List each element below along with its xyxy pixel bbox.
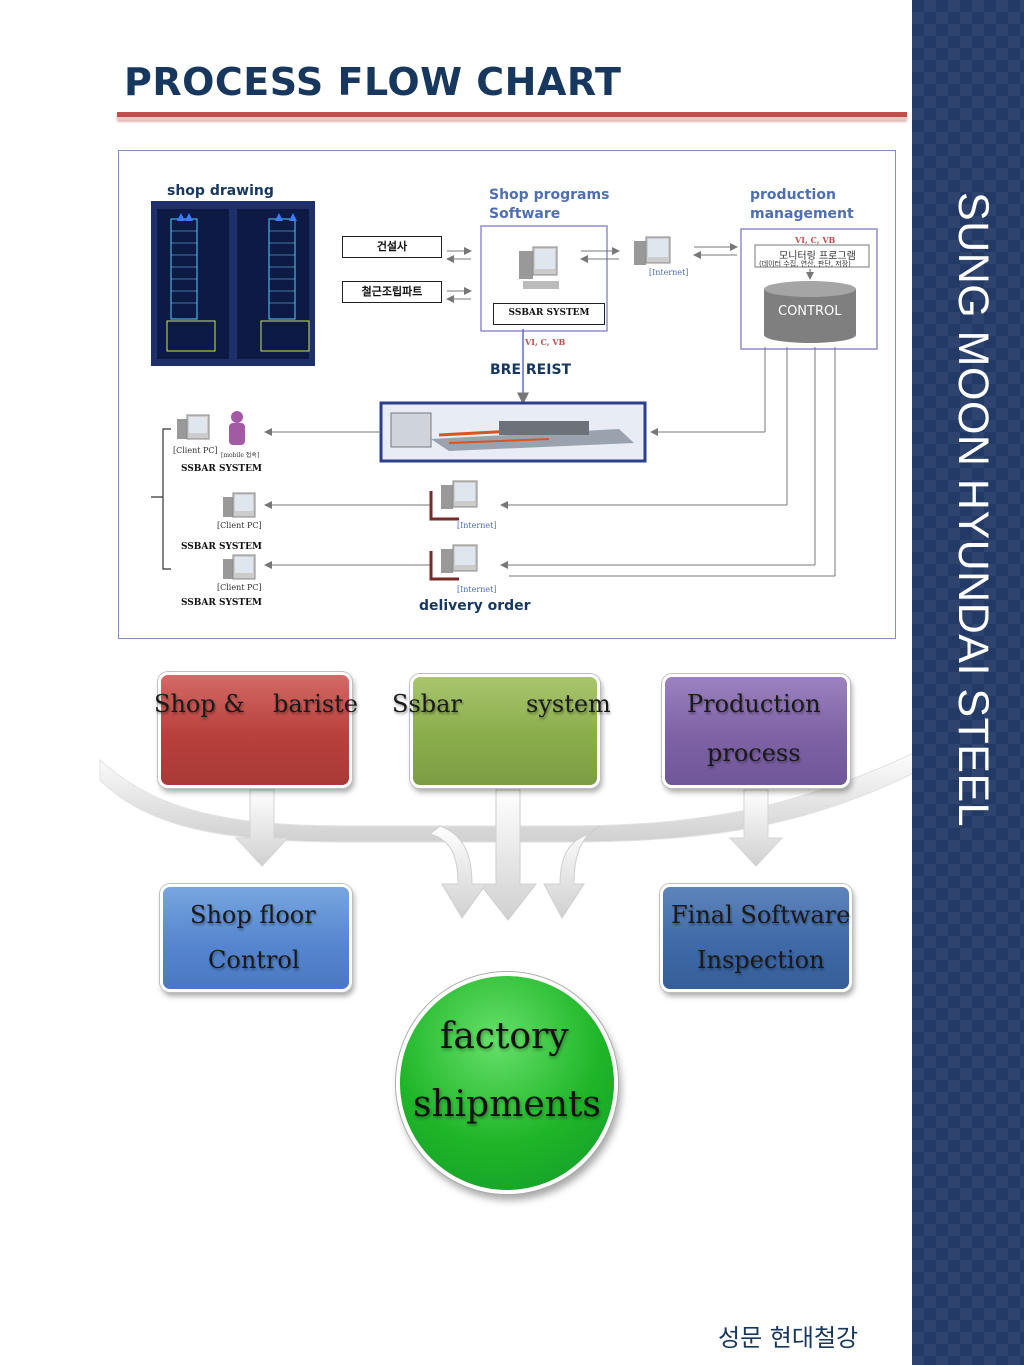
software-label: Software bbox=[489, 206, 561, 222]
client-pc-label: [Client PC] bbox=[173, 446, 218, 455]
sidebar-band bbox=[912, 0, 1024, 1365]
shop-drawing-image bbox=[151, 201, 315, 366]
client-pc-icon bbox=[223, 554, 256, 580]
shop-drawing-label: shop drawing bbox=[167, 183, 274, 199]
shop-programs-label: Shop programs bbox=[489, 187, 610, 203]
flow-arrows bbox=[99, 753, 912, 921]
bre-reist-label: BRE REIST bbox=[490, 362, 572, 378]
client-pc-icon bbox=[177, 414, 210, 440]
production-process-box bbox=[662, 674, 850, 788]
client-pc-icon bbox=[223, 492, 256, 518]
internet-computer-icon bbox=[429, 544, 478, 581]
vi-c-vb-label: VI, C, VB bbox=[525, 337, 566, 347]
mobile-label: [mobile 접속] bbox=[221, 452, 260, 459]
ssbar-system-label: SSBAR SYSTEM bbox=[181, 598, 262, 608]
ssbar-system-label: SSBAR SYSTEM bbox=[181, 464, 262, 474]
footer-company-korean: 성문 현대철강 bbox=[718, 1324, 859, 1352]
factory-label: factory bbox=[440, 1016, 569, 1057]
monitoring-program-label: 모니터링 프로그램 bbox=[779, 251, 856, 262]
internet-label: [Internet] bbox=[649, 268, 689, 277]
bending-machine-image bbox=[379, 401, 647, 463]
rebar-assembly-box: 철근조립파트 bbox=[342, 281, 442, 303]
inspection-label: Inspection bbox=[697, 946, 825, 974]
system-label: system bbox=[526, 690, 611, 718]
builder-box: 건설사 bbox=[342, 236, 442, 258]
internet-label: [Internet] bbox=[457, 521, 497, 530]
server-icon bbox=[519, 246, 559, 289]
ssbar-system-box bbox=[410, 674, 600, 788]
final-software-label: Final Software bbox=[671, 901, 851, 929]
control-database-icon bbox=[764, 281, 856, 343]
shipments-label: shipments bbox=[413, 1084, 601, 1125]
vi-c-vb-label: VI, C, VB bbox=[795, 235, 836, 245]
monitoring-sub-label: (데이터 수집, 연산, 판단, 저장) bbox=[759, 260, 851, 268]
shop-floor-control-box bbox=[160, 884, 352, 992]
control-label: Control bbox=[208, 946, 300, 974]
management-label: management bbox=[750, 206, 854, 222]
process-label: process bbox=[707, 739, 801, 767]
person-icon bbox=[229, 411, 245, 445]
internet-label: [Internet] bbox=[457, 585, 497, 594]
ssbar-system-box: SSBAR SYSTEM bbox=[493, 303, 605, 325]
page-title: PROCESS FLOW CHART bbox=[124, 60, 622, 104]
client-pc-label: [Client PC] bbox=[217, 583, 262, 592]
internet-computer-icon bbox=[634, 236, 671, 265]
shop-label: Shop & bbox=[154, 690, 245, 718]
ssbar-system-label: SSBAR SYSTEM bbox=[181, 542, 262, 552]
shop-bariste-box bbox=[158, 672, 352, 788]
shop-floor-label: Shop floor bbox=[190, 901, 316, 929]
delivery-order-label: delivery order bbox=[419, 598, 531, 614]
bariste-label: bariste bbox=[273, 690, 358, 718]
final-software-inspection-box bbox=[660, 884, 852, 992]
production-label: Production bbox=[687, 690, 821, 718]
process-diagram: shop drawing Shop programs Software prod… bbox=[118, 150, 896, 639]
client-pc-label: [Client PC] bbox=[217, 521, 262, 530]
title-divider bbox=[117, 112, 907, 120]
company-name: SUNG MOON HYUNDAI STEEL bbox=[949, 192, 997, 828]
control-label: CONTROL bbox=[778, 304, 842, 319]
factory-shipments-circle bbox=[396, 972, 618, 1194]
diagram-graphics bbox=[151, 201, 878, 581]
internet-computer-icon bbox=[429, 480, 478, 521]
ssbar-label: Ssbar bbox=[392, 690, 462, 718]
production-label: production bbox=[750, 187, 836, 203]
